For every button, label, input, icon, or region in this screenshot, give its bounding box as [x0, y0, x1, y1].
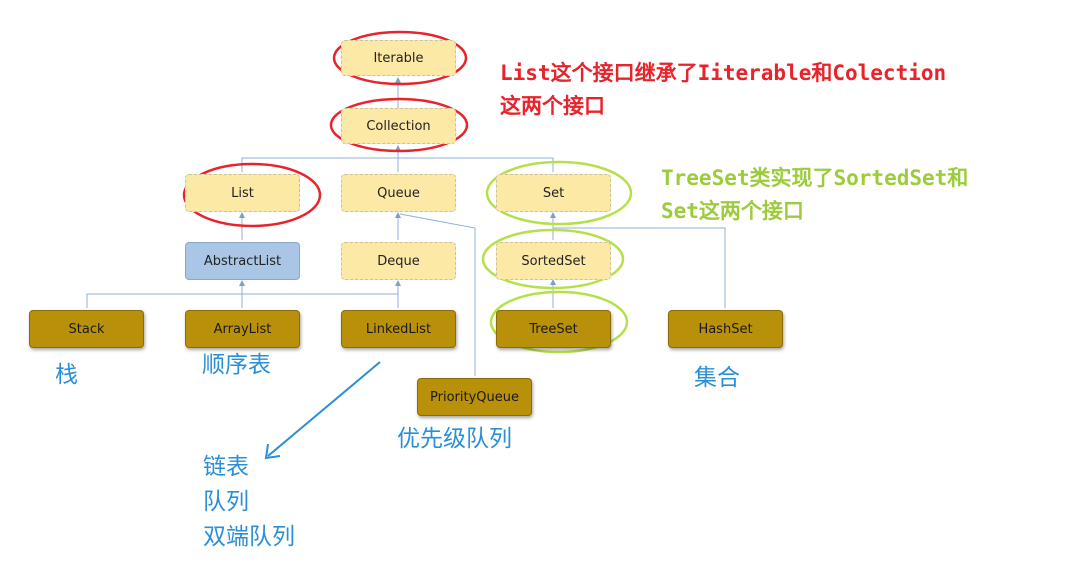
node-iterable: Iterable [341, 40, 456, 76]
label-stack-cn: 栈 [55, 362, 78, 388]
label-linkedlist-cn-2: 队列 [203, 489, 249, 515]
node-abstractlist: AbstractList [185, 242, 300, 280]
note-treeset-interfaces-line2: Set这两个接口 [661, 199, 804, 223]
blue-arrow-line [267, 361, 381, 457]
node-list: List [185, 174, 300, 212]
edge-hashset-set [553, 227, 726, 308]
node-linkedlist: LinkedList [341, 310, 456, 348]
label-priorityqueue-cn: 优先级队列 [397, 426, 512, 452]
node-deque: Deque [341, 242, 456, 280]
blue-arrow-head [264, 443, 281, 460]
edge-priorityqueue-queue [399, 213, 476, 376]
node-hashset: HashSet [668, 310, 783, 348]
node-treeset: TreeSet [496, 310, 611, 348]
note-treeset-interfaces-line1: TreeSet类实现了SortedSet和 [661, 166, 969, 190]
label-linkedlist-cn-3: 双端队列 [203, 524, 295, 550]
node-set: Set [496, 174, 611, 212]
red-ellipse-iterable [332, 30, 468, 86]
red-ellipse-list [182, 162, 322, 228]
node-priorityqueue: PriorityQueue [417, 378, 532, 416]
note-list-interfaces-line2: 这两个接口 [500, 94, 605, 118]
node-collection: Collection [341, 108, 456, 144]
label-arraylist-cn: 顺序表 [202, 352, 271, 378]
label-hashset-cn: 集合 [694, 365, 740, 391]
node-arraylist: ArrayList [185, 310, 300, 348]
node-sortedset: SortedSet [496, 242, 611, 280]
green-ellipse-set [485, 160, 633, 226]
node-stack: Stack [29, 310, 144, 348]
green-ellipse-treeset [489, 290, 629, 354]
node-queue: Queue [341, 174, 456, 212]
green-ellipse-sortedset [481, 228, 625, 290]
label-linkedlist-cn-1: 链表 [203, 454, 249, 480]
red-ellipse-collection [329, 97, 469, 153]
note-list-interfaces-line1: List这个接口继承了Iiterable和Colection [500, 61, 947, 85]
